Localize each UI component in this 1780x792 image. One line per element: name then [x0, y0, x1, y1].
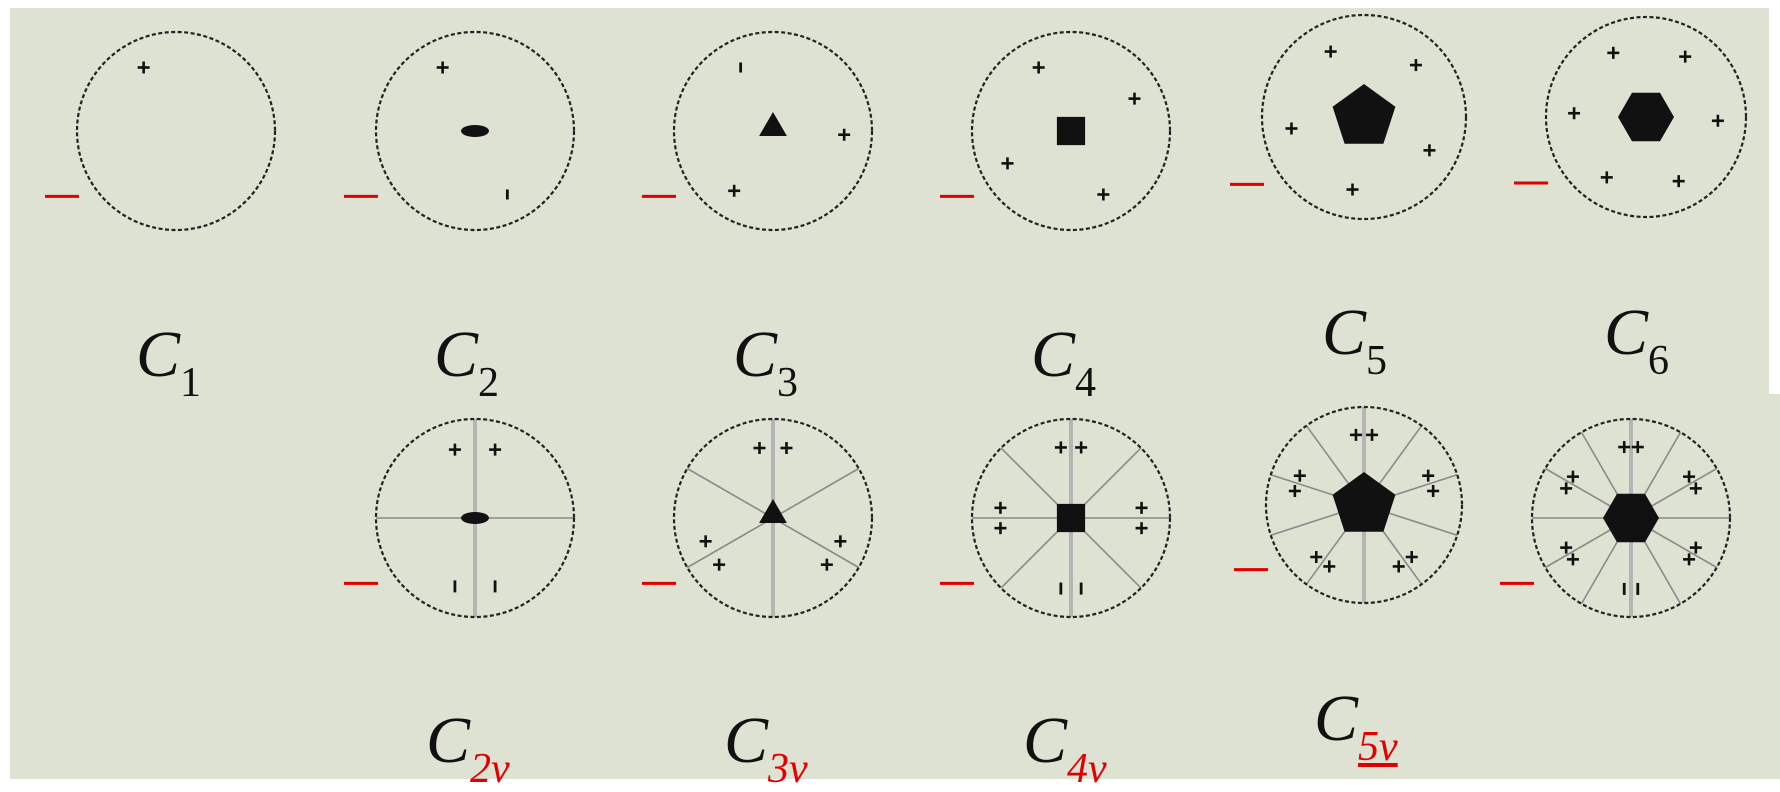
label-c3: C3 [733, 318, 799, 406]
label-c4v: C4v [1023, 704, 1107, 792]
threefold-axis-symbol [759, 112, 787, 136]
stereogram-c6 [1514, 15, 1748, 219]
sixfold-axis-symbol [1603, 493, 1659, 543]
label-c2v: C2v [426, 704, 510, 792]
label-c5v: C5v [1314, 682, 1398, 770]
stereogram-c5v [1234, 405, 1464, 605]
stereogram-circle [374, 417, 576, 619]
label-c3v: C3v [724, 704, 808, 792]
fivefold-axis-symbol [1332, 84, 1396, 144]
stereogram-c4 [940, 30, 1172, 232]
stereogram-circle [1544, 15, 1748, 219]
stereogram-circle [374, 30, 576, 232]
figure-background-edge [1768, 394, 1780, 779]
stereogram-circle [970, 30, 1172, 232]
stereogram-circle [1264, 405, 1464, 605]
stereogram-circle [1260, 13, 1468, 221]
twofold-axis-symbol [461, 512, 489, 524]
stereogram-circle [672, 30, 874, 232]
stereogram-c3 [642, 30, 874, 232]
threefold-axis-symbol [759, 499, 787, 523]
fourfold-axis-symbol [1056, 116, 1086, 146]
stereogram-circle [1530, 417, 1732, 619]
twofold-axis-symbol [461, 125, 489, 137]
stereogram-circle [672, 417, 874, 619]
stereogram-c2v [344, 417, 576, 619]
label-c1: C1 [136, 318, 202, 406]
stereogram-circle [970, 417, 1172, 619]
label-c4: C4 [1031, 318, 1097, 406]
fivefold-axis-symbol [1332, 472, 1396, 532]
label-c5: C5 [1322, 296, 1388, 384]
label-c2: C2 [434, 318, 500, 406]
label-c6: C6 [1604, 296, 1670, 384]
fourfold-axis-symbol [1056, 503, 1086, 533]
stereogram-c1 [45, 30, 277, 232]
stereogram-c5 [1230, 13, 1468, 221]
sixfold-axis-symbol [1618, 92, 1674, 142]
stereogram-c4v [940, 417, 1172, 619]
figure-background [10, 8, 1769, 779]
stereogram-c6v [1500, 417, 1732, 619]
stereogram-c2 [344, 30, 576, 232]
stereogram-c3v [642, 417, 874, 619]
stereogram-circle [75, 30, 277, 232]
